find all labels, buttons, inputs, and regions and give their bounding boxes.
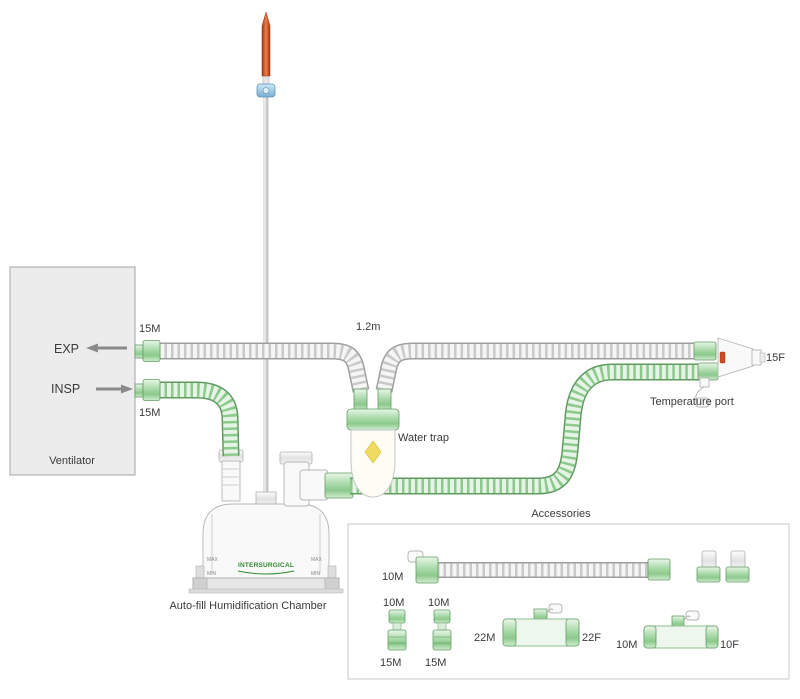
chamber-max-left: MAX [207,557,219,563]
exp-arrow-icon [86,343,127,353]
adapter-10m-15m-1 [387,609,407,651]
wye-insp-connector [697,362,719,381]
chamber-outlet-elbow [279,451,354,507]
roller-clamp-icon [256,83,276,98]
straight10-left-label: 10M [616,639,637,651]
accessories-title: Accessories [531,508,591,520]
chamber-inlet-body [221,460,241,502]
chamber-brand: INTERSURGICAL [238,562,294,569]
water-trap-label: Water trap [398,432,449,444]
insp-arrow-icon [96,384,133,394]
wye-body [717,337,754,378]
catheter-mount-size-label: 10M [382,571,403,583]
straight-connector-10m-10f [643,610,719,649]
auto-fill-feed-set [256,11,276,496]
accessories-panel: Accessories 10M 10M 10M [347,508,790,680]
float-valve-icon [364,440,382,464]
straight22-right-label: 22F [582,632,601,644]
straight-connector-22m-22f [502,603,580,647]
tube-length-label: 1.2m [356,321,380,333]
brand-swoosh-icon [237,570,295,575]
chamber-caption: Auto-fill Humidification Chamber [169,600,326,612]
insp-label: INSP [51,382,80,396]
catheter-mount [407,550,671,584]
adapter1-bottom-label: 15M [380,657,401,669]
elbow-connector-1 [696,550,721,583]
patient-port [751,349,762,366]
accessories-box [347,523,790,680]
chamber-min-right: MIN [311,571,321,577]
probe-seal-icon [719,351,726,364]
insp-port-size-label: 15M [139,407,160,419]
temperature-port-cap [695,377,710,408]
patient-port-size-label: 15F [766,352,785,364]
adapter-10m-15m-2 [432,609,452,651]
feed-spike-icon [261,11,271,77]
humidification-chamber: MAX MAX MIN MIN INTERSURGICAL [188,449,354,594]
elbow-connector-2 [725,550,750,583]
ventilator-box: EXP INSP Ventilator [9,266,136,476]
elbow-outlet-connector [324,472,354,499]
adapter2-bottom-label: 15M [425,657,446,669]
wye-exp-connector [693,341,717,361]
temperature-port-label: Temperature port [650,396,734,408]
water-trap-collar [346,408,400,431]
straight10-right-label: 10F [720,639,739,651]
water-trap-inlet [353,388,368,412]
adapter2-top-label: 10M [428,597,449,609]
insp-port-connector [134,379,161,401]
chamber-min-left: MIN [207,571,217,577]
water-trap-outlet [377,388,392,412]
ventilator-label: Ventilator [49,455,95,467]
chamber-max-right: MAX [311,557,323,563]
wye-assembly [693,337,766,408]
exp-port-connector [134,340,161,362]
straight22-left-label: 22M [474,632,495,644]
heater-base [192,577,340,591]
exp-label: EXP [54,342,79,356]
water-trap [346,388,400,498]
adapter1-top-label: 10M [383,597,404,609]
exp-port-size-label: 15M [139,323,160,335]
